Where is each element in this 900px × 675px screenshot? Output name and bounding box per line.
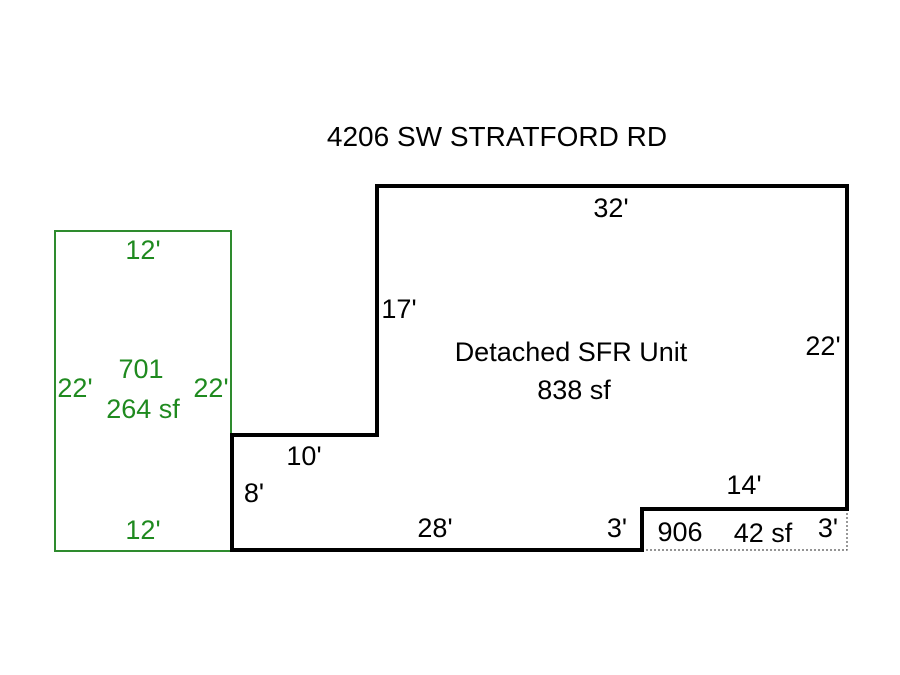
main-unit-name: Detached SFR Unit (455, 337, 688, 367)
garage-area: 264 sf (106, 394, 180, 424)
porch-dotted-outline (642, 509, 848, 551)
garage-dim-bottom: 12' (125, 515, 160, 545)
garage-dim-top: 12' (125, 235, 160, 265)
porch-dim-right: 3' (818, 513, 838, 543)
garage-code: 701 (118, 354, 163, 384)
main-dim-bottom: 28' (417, 513, 452, 543)
garage-outline (54, 230, 232, 552)
main-unit-outline (230, 184, 849, 552)
garage-dim-left: 22' (57, 373, 92, 403)
main-dim-left-lower: 8' (244, 478, 264, 508)
address-title: 4206 SW STRATFORD RD (327, 121, 667, 152)
garage-dim-right: 22' (193, 373, 228, 403)
porch-code: 906 (657, 517, 702, 547)
main-dim-step: 10' (286, 441, 321, 471)
main-dim-notch-top: 14' (726, 470, 761, 500)
main-dim-top: 32' (593, 193, 628, 223)
porch-area: 42 sf (734, 518, 793, 548)
main-dim-right: 22' (805, 331, 840, 361)
main-dim-left-upper: 17' (381, 294, 416, 324)
main-dim-notch-vertical: 3' (607, 513, 627, 543)
main-unit-area: 838 sf (537, 375, 611, 405)
